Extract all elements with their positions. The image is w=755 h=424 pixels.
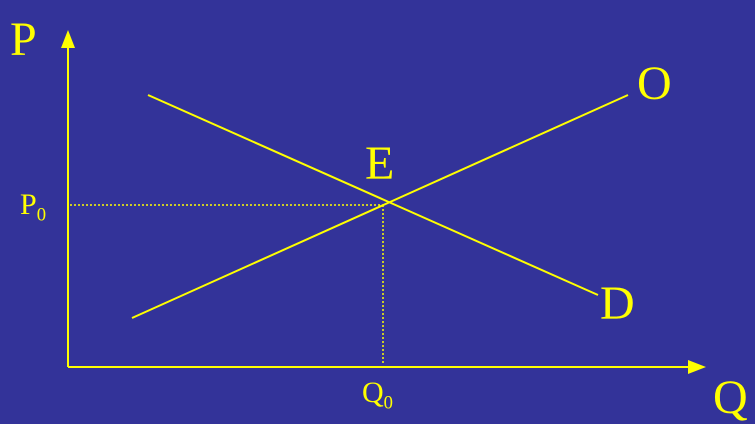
supply-curve-label: O	[637, 57, 672, 110]
x-axis-arrow	[688, 360, 706, 374]
demand-curve-label: D	[600, 277, 635, 330]
demand-curve	[147, 94, 599, 296]
equilibrium-label: E	[365, 137, 395, 190]
equilibrium-price-label: P0	[20, 188, 46, 225]
equilibrium-quantity-label: Q0	[362, 376, 393, 413]
y-axis-arrow	[61, 30, 75, 48]
quantity-label-main: Q	[362, 376, 384, 409]
quantity-label-subscript: 0	[383, 392, 393, 414]
price-label-main: P	[20, 188, 37, 221]
supply-curve	[131, 94, 629, 319]
price-label-subscript: 0	[36, 204, 46, 226]
x-axis-label: Q	[713, 371, 748, 424]
y-axis-label: P	[10, 13, 37, 66]
